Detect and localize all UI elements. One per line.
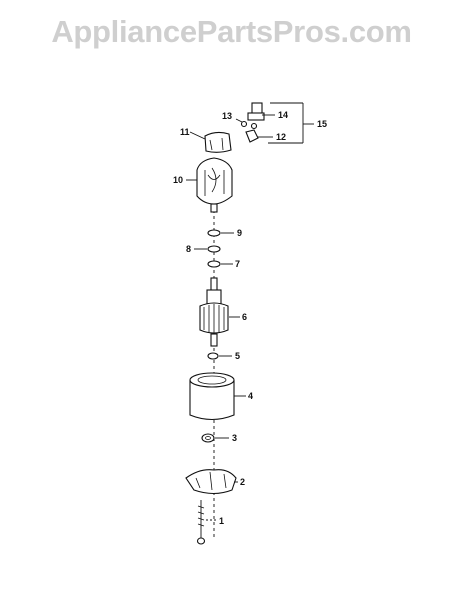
part-5-washer (207, 352, 232, 360)
callout-3: 3 (232, 433, 237, 443)
part-10-end-housing (186, 157, 233, 213)
part-6-armature (199, 277, 240, 347)
callout-13: 13 (222, 111, 232, 121)
callout-2: 2 (240, 477, 245, 487)
callout-10: 10 (173, 175, 183, 185)
callout-9: 9 (237, 228, 242, 238)
part-7-washer (207, 260, 233, 268)
part-3-bearing (201, 433, 229, 443)
callout-15: 15 (317, 119, 327, 129)
part-14-switch (247, 102, 275, 121)
callout-8: 8 (186, 244, 191, 254)
part-12-clip (245, 129, 273, 143)
callout-7: 7 (235, 259, 240, 269)
callout-6: 6 (242, 312, 247, 322)
part-15-bracket (268, 102, 314, 144)
part-13-screw (235, 118, 258, 130)
part-1-screw (196, 500, 217, 545)
callout-1: 1 (219, 516, 224, 526)
callout-12: 12 (276, 132, 286, 142)
part-11-cap (189, 131, 232, 153)
watermark-text: AppliancePartsPros.com (51, 14, 412, 49)
callout-4: 4 (248, 391, 253, 401)
part-4-stator-shell (189, 372, 246, 421)
part-9-washer (207, 229, 234, 237)
part-2-base-bracket (185, 469, 238, 495)
callout-11: 11 (180, 127, 190, 137)
callout-14: 14 (278, 110, 288, 120)
callout-5: 5 (235, 351, 240, 361)
part-8-washer (194, 245, 221, 253)
